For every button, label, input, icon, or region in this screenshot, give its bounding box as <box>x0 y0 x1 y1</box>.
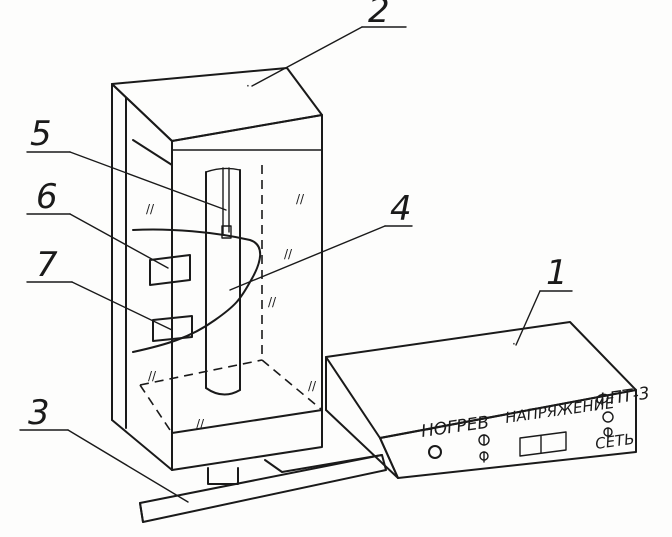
svg-text://: // <box>308 379 317 393</box>
svg-text://: // <box>268 295 277 309</box>
dot-mark: · <box>512 337 516 351</box>
mains-label: СЕТЬ <box>594 430 636 453</box>
callout-7: 7 <box>36 245 58 285</box>
callout-1: 1 <box>546 253 568 293</box>
svg-text://: // <box>146 202 155 216</box>
window-7 <box>152 315 193 342</box>
callout-2: 2 <box>368 0 390 31</box>
glass-hatch-marks: // // // // // // // <box>146 192 317 431</box>
base-plate <box>139 454 387 523</box>
control-unit <box>325 321 637 479</box>
leader-lines <box>19 26 573 503</box>
dot-mark: · <box>246 79 250 93</box>
callout-6: 6 <box>36 177 58 217</box>
svg-text://: // <box>148 369 157 383</box>
svg-text://: // <box>284 247 293 261</box>
sample-rod <box>205 167 241 396</box>
test-chamber <box>111 67 323 471</box>
model-label: ФПТ-3 <box>594 384 651 411</box>
svg-text://: // <box>196 417 205 431</box>
svg-text://: // <box>296 192 305 206</box>
window-6 <box>149 254 191 286</box>
callout-4: 4 <box>390 189 412 229</box>
callout-3: 3 <box>28 393 50 433</box>
callout-5: 5 <box>30 114 52 154</box>
